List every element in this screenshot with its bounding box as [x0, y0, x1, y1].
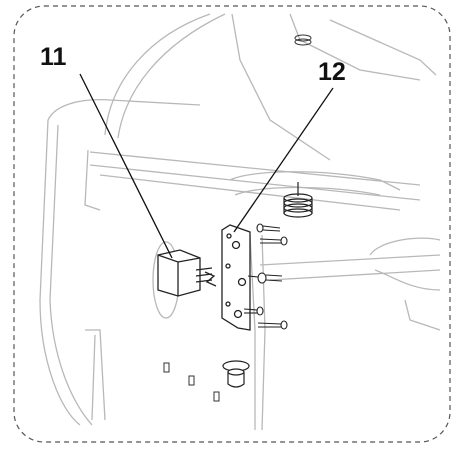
- screw-3: [247, 272, 283, 284]
- mounting-plate: [221, 224, 251, 331]
- callout-12: 12: [318, 58, 346, 86]
- leader-line-11: [79, 73, 173, 259]
- leader-line-12: [233, 87, 334, 233]
- callout-11: 11: [40, 43, 67, 71]
- screw-1: [256, 223, 281, 233]
- bottom-knob: [222, 360, 250, 388]
- screw-5: [257, 320, 288, 330]
- clip-slots: [163, 362, 220, 402]
- threaded-fitting: [283, 182, 313, 218]
- top-drain-detail: [294, 34, 312, 46]
- screw-2: [259, 236, 288, 246]
- relay-module: [157, 249, 217, 297]
- screw-4: [243, 306, 264, 316]
- screws: [243, 223, 288, 330]
